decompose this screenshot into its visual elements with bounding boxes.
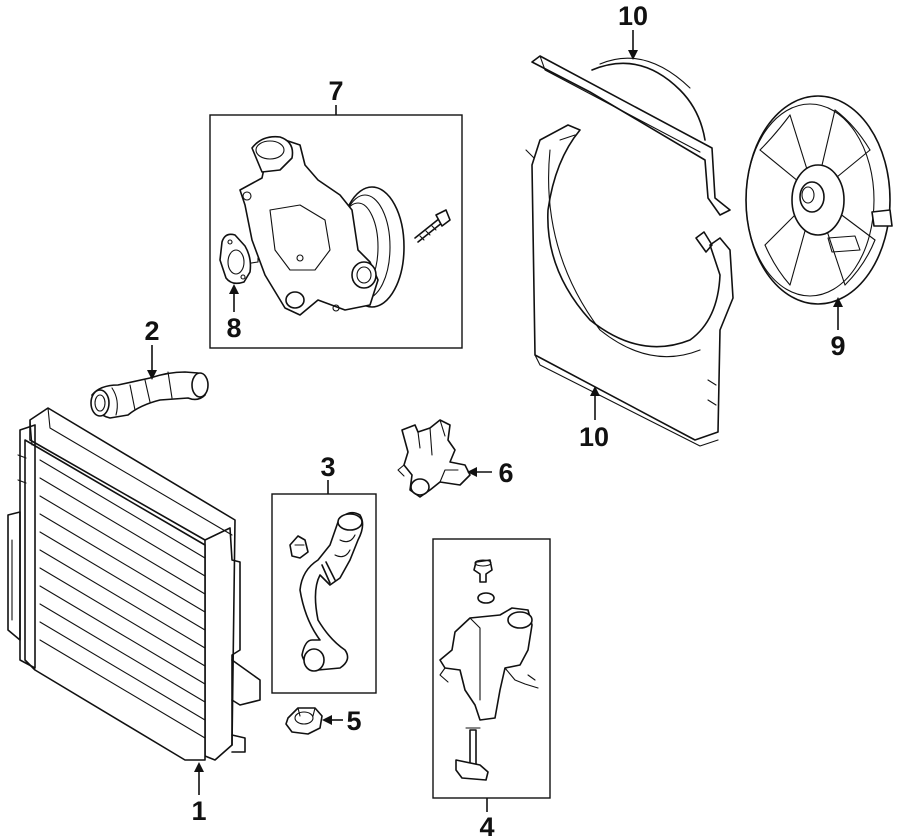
level-sensor-part[interactable] [455,727,489,781]
radiator-part[interactable] [7,407,261,761]
reservoir-tank-part[interactable] [439,607,539,721]
callout-8: 8 [226,313,241,343]
leader-lines [147,30,843,812]
callout-10-top: 10 [618,1,648,31]
callout-4: 4 [479,812,494,838]
callout-labels: 1 2 3 4 5 6 7 8 9 10 10 [144,1,845,838]
callout-10-bottom: 10 [579,422,609,452]
lower-hose-group [271,493,377,694]
thermostat-part[interactable] [397,419,471,498]
pump-bolt-part[interactable] [414,209,451,243]
callout-9: 9 [830,331,845,361]
reservoir-box [432,538,551,799]
nut-part[interactable] [285,707,323,735]
shroud-part[interactable] [525,124,734,447]
reservoir-cap-part[interactable] [473,559,495,604]
callout-7: 7 [328,76,343,106]
water-pump-part[interactable] [239,135,405,316]
fan-part[interactable] [745,95,893,305]
shroud-top-part[interactable] [531,55,731,216]
callout-2: 2 [144,316,159,346]
lower-hose-part[interactable] [299,511,364,672]
callout-1: 1 [191,796,206,826]
callout-6: 6 [498,458,513,488]
water-pump-group [209,114,463,349]
upper-hose-part[interactable] [90,371,209,419]
callout-5: 5 [346,706,361,736]
hose-clip-part[interactable] [289,535,309,559]
reservoir-group [432,538,551,799]
callout-3: 3 [320,452,335,482]
lower-hose-box [271,493,377,694]
gasket-part[interactable] [219,233,252,285]
